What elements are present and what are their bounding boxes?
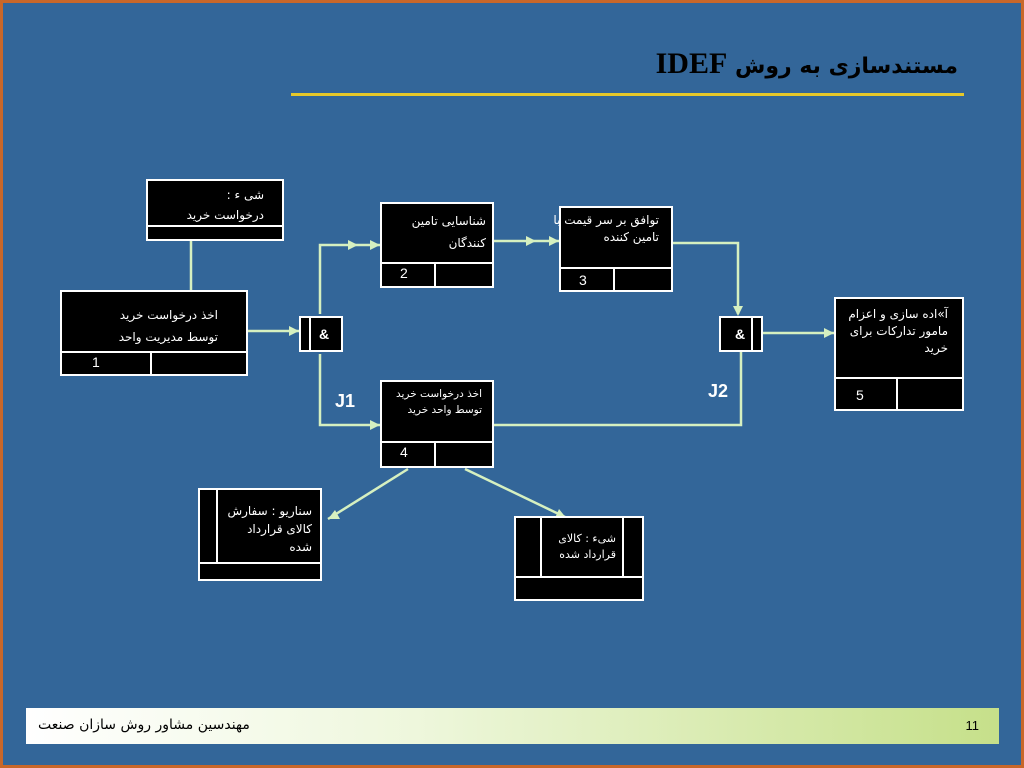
box-text: درخواست خرید [186, 208, 264, 222]
box-text: توافق بر سر قیمت با [553, 213, 659, 227]
box-divider [216, 490, 218, 562]
arrowhead [526, 236, 536, 246]
box-number: 4 [400, 444, 408, 460]
title-underline [291, 93, 964, 96]
connector-lines [189, 236, 834, 521]
box-divider [622, 518, 624, 576]
footer-bar: مهندسین مشاور روش سازان صنعت 11 [26, 708, 999, 744]
box-divider [382, 262, 492, 264]
box-number: 2 [400, 265, 408, 281]
unit-box-5: آ»اده سازی و اعزام مامور تدارکات برای خر… [834, 297, 964, 411]
footer-company: مهندسین مشاور روش سازان صنعت [38, 717, 250, 733]
junction-symbol: & [735, 326, 746, 342]
arrowhead [289, 326, 299, 336]
box-text: شی ء : [226, 188, 264, 202]
junction-label-j2: J2 [708, 381, 729, 401]
box-text: قرارداد شده [559, 548, 616, 561]
connector-unit4-to-object-goods [464, 467, 566, 519]
box-text: توسط مدیریت واحد [118, 330, 218, 344]
box-text: سناریو : سفارش [227, 504, 312, 518]
box-divider [836, 377, 962, 379]
connector-j1-to-unit4 [318, 354, 380, 427]
junction-j1: & [299, 316, 343, 352]
arrowhead [824, 328, 834, 338]
object-contracted-goods-box: شیء : کالای قرارداد شده [514, 516, 644, 601]
object-purchase-request-box: شی ء : درخواست خرید [146, 179, 284, 241]
unit-box-1: اخذ درخواست خرید توسط مدیریت واحد 1 [60, 290, 248, 376]
box-divider [434, 441, 436, 466]
connector-unit3-to-j2 [672, 241, 740, 314]
box-divider [200, 562, 320, 564]
arrowhead [370, 420, 380, 430]
box-text: شیء : کالای [558, 532, 616, 545]
box-number: 1 [92, 354, 100, 370]
box-text: مامور تدارکات برای [849, 324, 948, 338]
box-divider [613, 267, 615, 290]
box-text: کالای قرارداد [247, 522, 312, 536]
connector-j1-to-unit2 [318, 243, 380, 314]
box-divider [516, 576, 642, 578]
box-text: تامین کننده [603, 230, 659, 244]
junction-j2: & [719, 316, 763, 352]
arrowhead [328, 510, 340, 519]
junction-symbol: & [319, 326, 330, 342]
page-number: 11 [965, 718, 980, 733]
box-text: شده [289, 540, 312, 554]
unit-box-2: شناسایی تامین کنندگان 2 [380, 202, 494, 288]
box-text: شناسایی تامین [411, 214, 486, 228]
box-divider [150, 351, 152, 374]
box-divider [434, 262, 436, 286]
box-text: آ»اده سازی و اعزام [848, 307, 948, 321]
box-text: کنندگان [448, 236, 486, 250]
unit-box-3: توافق بر سر قیمت با تامین کننده 3 [553, 206, 673, 292]
box-number: 3 [579, 272, 587, 288]
box-divider [561, 267, 671, 269]
junction-label-j1: J1 [335, 391, 356, 411]
connector-unit4-to-scenario [327, 467, 409, 521]
unit-box-4: اخذ درخواست خرید توسط واحد خرید 4 [380, 380, 494, 468]
box-divider [62, 351, 246, 353]
slide-title: مستندسازی به روش IDEF [563, 47, 958, 81]
junction-bar [309, 318, 311, 350]
box-divider [540, 518, 542, 576]
box-divider [148, 225, 282, 227]
junction-bar [751, 318, 753, 350]
box-text: اخذ درخواست خرید [396, 388, 482, 400]
connector-unit4-to-j2 [493, 325, 743, 427]
slide: مستندسازی به روش IDEF [3, 3, 1021, 765]
box-text: توسط واحد خرید [407, 404, 483, 416]
arrowhead [733, 306, 743, 316]
arrowhead [370, 240, 380, 250]
title-text: مستندسازی به روش [734, 54, 958, 79]
title-latin: IDEF [655, 47, 728, 80]
box-number: 5 [856, 387, 864, 403]
arrowhead [348, 240, 358, 250]
box-text: خرید [924, 341, 948, 355]
scenario-box: سناریو : سفارش کالای قرارداد شده [198, 488, 322, 581]
box-divider [382, 441, 492, 443]
arrowhead [549, 236, 559, 246]
box-text: اخذ درخواست خرید [119, 308, 218, 322]
box-divider [896, 377, 898, 409]
